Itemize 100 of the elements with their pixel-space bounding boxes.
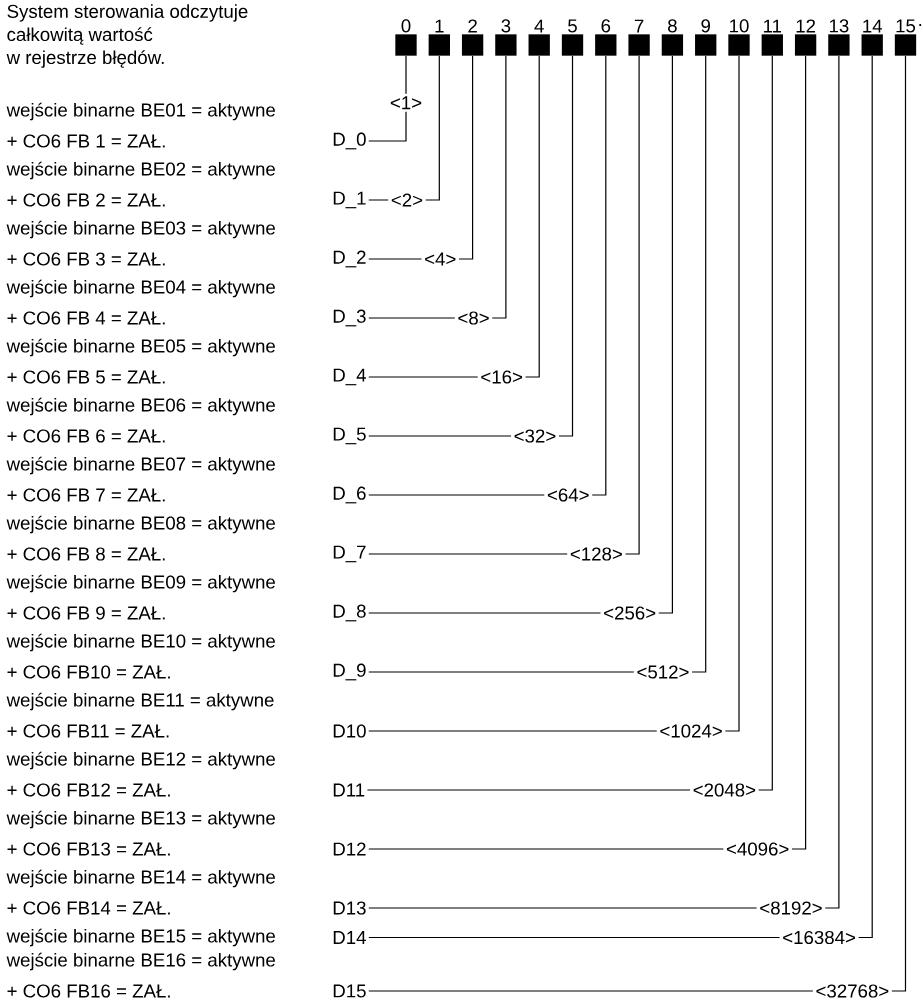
description-text: + CO6 FB12 = ZAŁ. (7, 783, 170, 797)
bit-label: D11 (333, 783, 365, 797)
bit-square: 13 (828, 19, 850, 56)
bit-label: D_0 (333, 132, 366, 150)
bit-label: D_3 (333, 309, 366, 327)
node-label: 9 (701, 19, 711, 33)
node-label: 6 (601, 19, 611, 33)
description-text: wejście binarne BE06 = aktywne (6, 397, 275, 416)
node-label: 2 (468, 19, 477, 33)
edge-label: <64> (544, 485, 593, 505)
description-text: wejście binarne BE05 = aktywne (6, 338, 275, 357)
edge-label: <2048> (690, 780, 759, 800)
edge-label: <4096> (723, 839, 792, 859)
connector-line (368, 55, 507, 319)
description-text: wejście binarne BE07 = aktywne (6, 456, 275, 475)
node-label: 10 (730, 19, 749, 33)
description-text: + CO6 FB13 = ZAŁ. (7, 842, 170, 856)
edge-label: <8192> (756, 898, 826, 918)
bit-square: 7 (628, 19, 650, 56)
description-text: wejście binarne BE10 = aktywne (6, 633, 275, 652)
connector-line (368, 55, 740, 732)
bit-square: 10 (728, 19, 750, 56)
connector-line (368, 55, 640, 555)
bit-square: 9 (695, 19, 717, 56)
edge-label: <16384> (779, 928, 859, 947)
edge-label: <2> (388, 190, 426, 210)
bit-label: D_8 (333, 604, 366, 622)
description-text: + CO6 FB 5 = ZAŁ. (7, 370, 165, 384)
connector-line (368, 55, 574, 437)
bit-square: 14 (861, 19, 883, 56)
description-text: + CO6 FB 3 = ZAŁ. (7, 252, 165, 266)
description-text: wejście binarne BE12 = aktywne (6, 751, 275, 770)
bit-label: D15 (333, 984, 366, 998)
description-text: . (919, 24, 922, 26)
node-label: 11 (764, 19, 782, 33)
bit-label: D_1 (333, 191, 366, 209)
node-label: 7 (634, 19, 644, 33)
description-text: wejście binarne BE16 = aktywne (6, 952, 275, 971)
bit-square: 5 (561, 19, 584, 56)
edge-label: <16> (477, 367, 526, 387)
description-text: wejście binarne BE08 = aktywne (6, 515, 275, 534)
edge-label: <4> (421, 249, 459, 269)
edge-label: <512> (633, 662, 693, 682)
bit-square: 2 (461, 19, 484, 56)
node-label: 4 (534, 19, 544, 33)
edge-label: <256> (600, 603, 659, 623)
description-text: wejście binarne BE03 = aktywne (6, 220, 275, 239)
description-text: całkowitą wartość (7, 27, 153, 45)
bit-square: 11 (761, 19, 783, 56)
node-label: 12 (796, 19, 816, 33)
bit-square: 4 (528, 19, 550, 56)
edge-label: <8> (454, 308, 493, 328)
description-text: wejście binarne BE13 = aktywne (6, 810, 275, 829)
description-text: + CO6 FB14 = ZAŁ. (7, 901, 170, 915)
node-label: 8 (668, 19, 677, 33)
description-text: + CO6 FB16 = ZAŁ. (7, 984, 170, 998)
description-text: + CO6 FB 4 = ZAŁ. (7, 311, 165, 325)
bit-square: 12 (794, 19, 817, 56)
node-label: 14 (863, 19, 883, 33)
bit-label: D_5 (333, 427, 366, 445)
connector-line (368, 55, 673, 614)
description-text: + CO6 FB 7 = ZAŁ. (7, 488, 165, 502)
description-text: + CO6 FB 6 = ZAŁ. (7, 429, 165, 443)
bit-label: D12 (333, 842, 366, 856)
description-text: wejście binarne BE11 = aktywne (6, 692, 274, 711)
node-label: 15 (896, 19, 916, 33)
node-label: 5 (568, 19, 577, 33)
bit-label: D10 (333, 724, 366, 738)
description-text: w rejestrze błędów. (6, 50, 164, 68)
bit-square: 3 (495, 19, 517, 56)
node-label: 3 (501, 19, 511, 33)
edge-label: <128> (567, 544, 626, 564)
node-label: 13 (829, 19, 849, 33)
description-text: + CO6 FB 8 = ZAŁ. (7, 547, 165, 561)
description-text: wejście binarne BE02 = aktywne (6, 161, 275, 180)
connector-line (368, 55, 707, 673)
bit-square: 6 (595, 19, 617, 56)
description-text: wejście binarne BE14 = aktywne (6, 869, 275, 888)
bit-square: 15 (894, 19, 917, 56)
description-text: + CO6 FB 2 = ZAŁ. (7, 193, 165, 207)
bit-label: D14 (333, 931, 366, 944)
bit-label: D_7 (333, 545, 366, 563)
bit-label: D_2 (333, 250, 366, 268)
description-text: + CO6 FB11 = ZAŁ. (7, 724, 169, 738)
node-label: 1 (435, 19, 444, 33)
edge-label: <1024> (656, 721, 726, 741)
description-text: + CO6 FB 9 = ZAŁ. (7, 606, 165, 620)
description-text: System sterowania odczytuje (7, 4, 248, 22)
bit-square: 8 (661, 19, 684, 56)
edge-label: <1> (387, 93, 425, 112)
description-text: + CO6 FB10 = ZAŁ. (7, 665, 170, 679)
connector-line (368, 55, 540, 378)
bit-label: D_4 (333, 368, 366, 386)
description-text: wejście binarne BE04 = aktywne (6, 279, 275, 298)
edge-label: <32768> (812, 981, 892, 1001)
bit-square: 0 (395, 19, 417, 56)
description-text: wejście binarne BE15 = aktywne (6, 928, 275, 947)
bit-label: D_6 (333, 486, 366, 504)
description-text: wejście binarne BE09 = aktywne (6, 574, 275, 593)
bit-label: D13 (333, 901, 366, 915)
